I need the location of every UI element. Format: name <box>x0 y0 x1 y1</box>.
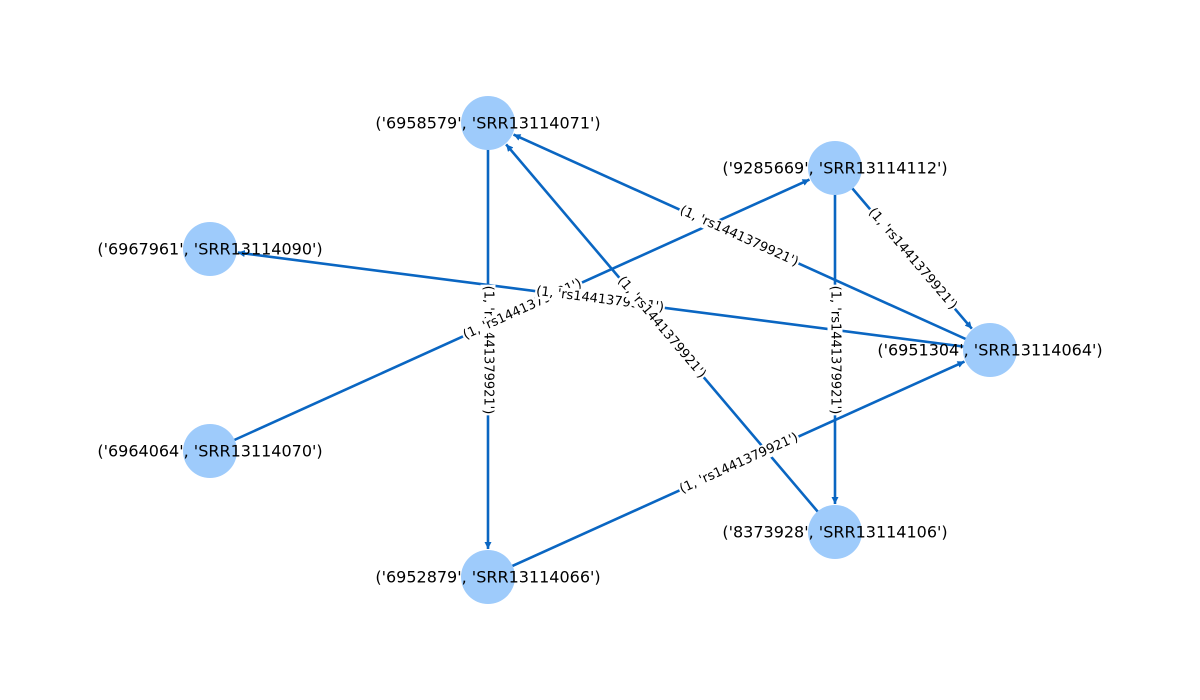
edge-label-background <box>613 272 710 383</box>
edge-label-4: (1, 'rs1441379921') <box>864 204 961 314</box>
node-circle <box>963 323 1017 377</box>
node-label: ('6951304', 'SRR13114064') <box>877 341 1102 360</box>
edge-label-text: (1, 'rs1441379921') <box>828 286 843 415</box>
node-label: ('8373928', 'SRR13114106') <box>722 523 947 542</box>
edge-label-background <box>676 429 802 498</box>
node-n9285669: ('9285669', 'SRR13114112') <box>722 141 948 195</box>
node-n6952879: ('6952879', 'SRR13114066') <box>375 550 601 604</box>
node-label: ('6958579', 'SRR13114071') <box>375 114 600 133</box>
edge-label-7: (1, 'rs1441379921') <box>676 429 802 498</box>
node-circle <box>461 96 515 150</box>
edge-label-2: (1, 'rs1441379921') <box>459 275 586 344</box>
edge-label-background <box>534 283 666 316</box>
node-label: ('9285669', 'SRR13114112') <box>722 159 947 178</box>
node-circle <box>461 550 515 604</box>
node-label: ('6952879', 'SRR13114066') <box>375 568 600 587</box>
node-n6967961: ('6967961', 'SRR13114090') <box>97 222 323 276</box>
edge-label-text: (1, 'rs1441379921') <box>865 205 960 313</box>
edge-label-background <box>864 204 961 314</box>
edge-label-text: (1, 'rs1441379921') <box>461 276 584 343</box>
node-circle <box>808 141 862 195</box>
edge-label-6: (1, 'rs1441379921') <box>827 284 843 416</box>
edge-label-text: (1, 'rs1441379921') <box>614 274 709 382</box>
node-label: ('6967961', 'SRR13114090') <box>97 240 322 259</box>
node-circle <box>808 505 862 559</box>
edge-label-background <box>676 202 802 271</box>
edge-label-5: (1, 'rs1441379921') <box>613 272 710 383</box>
node-circle <box>183 222 237 276</box>
edge-label-text: (1, 'rs1441379921') <box>481 286 496 415</box>
edge-label-0: (1, 'rs1441379921') <box>480 284 496 416</box>
node-circle <box>183 424 237 478</box>
edge-label-text: (1, 'rs1441379921') <box>677 430 800 497</box>
node-n6958579: ('6958579', 'SRR13114071') <box>375 96 601 150</box>
node-n6951304: ('6951304', 'SRR13114064') <box>877 323 1103 377</box>
nodes-layer: ('6958579', 'SRR13114071') ('9285669', 'S… <box>97 96 1103 604</box>
node-n8373928: ('8373928', 'SRR13114106') <box>722 505 948 559</box>
node-label: ('6964064', 'SRR13114070') <box>97 442 322 461</box>
edge-label-text: (1, 'rs1441379921') <box>677 203 800 270</box>
edge-label-background <box>827 284 843 416</box>
edges-layer <box>209 123 991 579</box>
node-n6964064: ('6964064', 'SRR13114070') <box>97 424 323 478</box>
